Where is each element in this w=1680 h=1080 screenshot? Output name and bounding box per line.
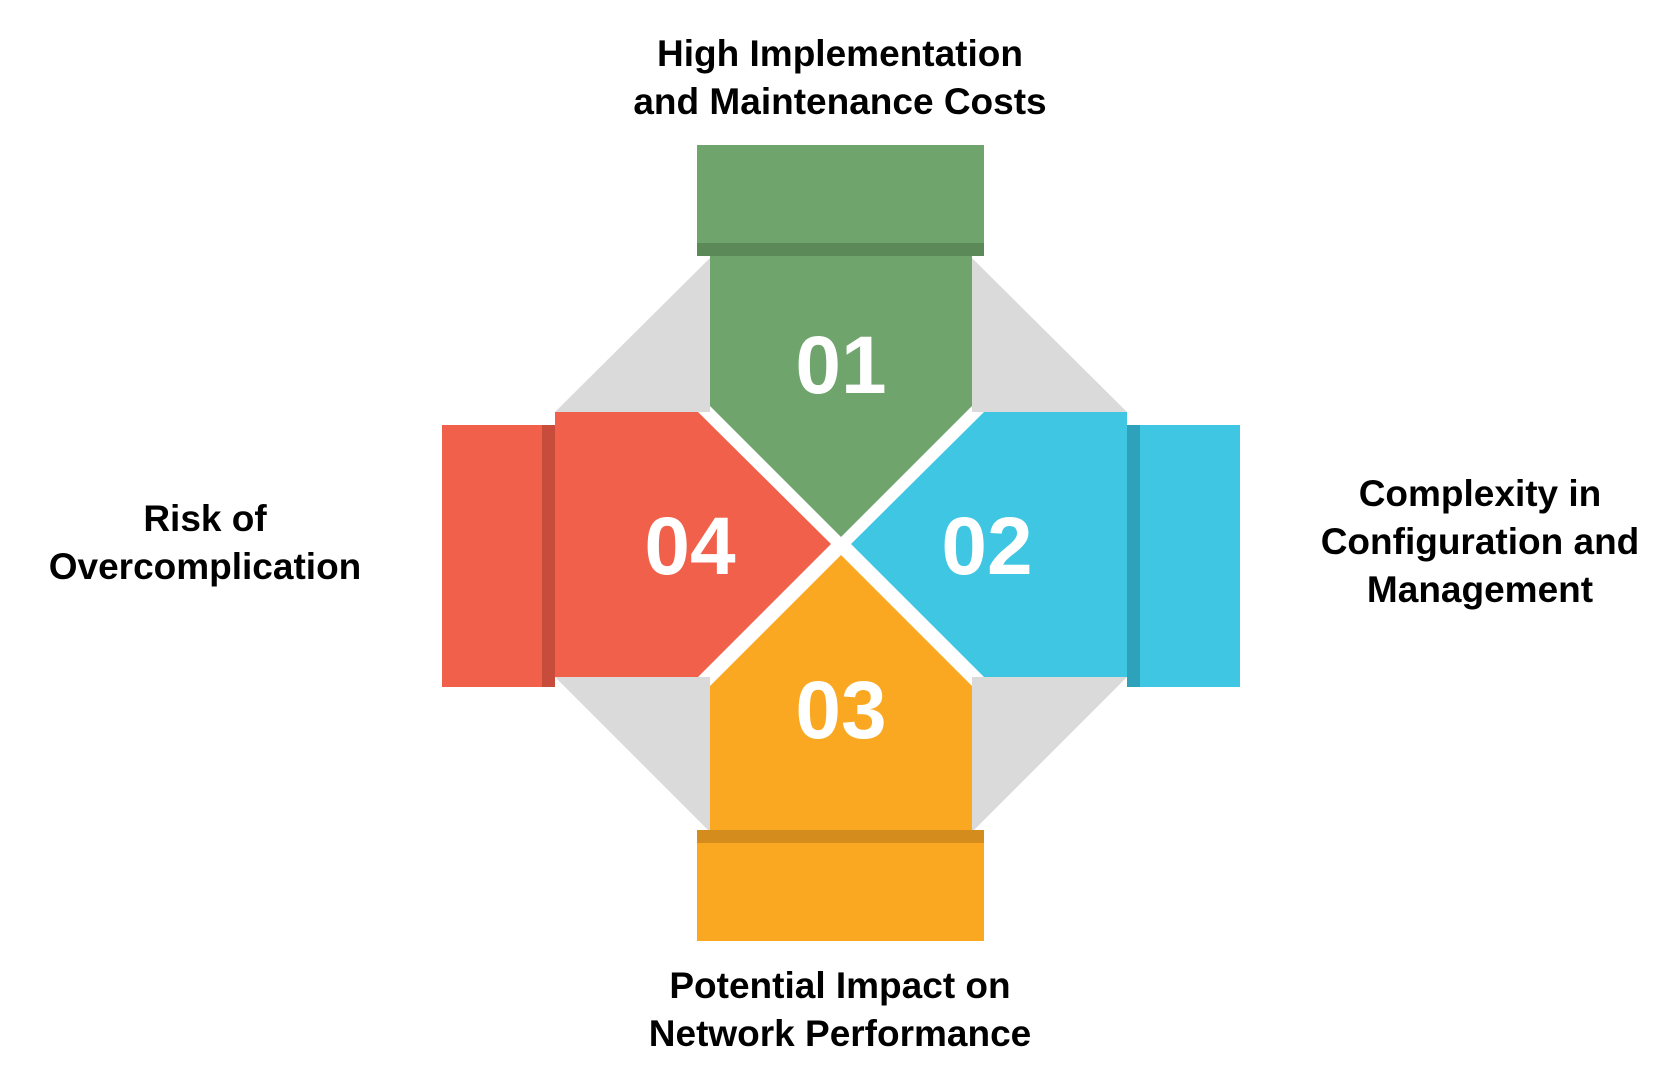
item-02-shape: [851, 412, 1127, 677]
item-01-shape: [710, 256, 972, 537]
item-01-label: High Implementation and Maintenance Cost…: [540, 30, 1140, 126]
item-02-tab: [1140, 425, 1240, 687]
item-03-tab: [697, 843, 984, 941]
item-04-group: 04: [442, 412, 831, 687]
item-02-tab-shadow: [1127, 425, 1140, 687]
item-03-group: 03: [697, 555, 984, 941]
item-02-group: 02: [851, 412, 1240, 687]
item-02-label-line: Complexity in: [1358, 473, 1602, 514]
item-03-tab-shadow: [697, 830, 984, 843]
item-02-label: Complexity in Configuration and Manageme…: [1280, 470, 1680, 614]
item-03-number: 03: [795, 665, 886, 756]
item-01-number: 01: [795, 320, 886, 411]
connector-bottom-right: [972, 677, 1127, 832]
item-04-label-line: Overcomplication: [48, 546, 362, 587]
connector-triangles: [555, 258, 1127, 832]
item-04-shape: [555, 412, 831, 677]
item-03-label-line: Network Performance: [648, 1013, 1032, 1054]
item-04-number: 04: [644, 501, 736, 592]
connector-top-right: [972, 258, 1127, 412]
item-01-label-line: High Implementation: [657, 33, 1023, 74]
item-01-tab: [697, 145, 984, 245]
item-01-group: 01: [697, 145, 984, 537]
item-04-tab: [442, 425, 542, 687]
item-01-tab-shadow: [697, 243, 984, 256]
connector-top-left: [555, 258, 710, 412]
item-04-label: Risk of Overcomplication: [10, 495, 400, 591]
connector-bottom-left: [555, 677, 710, 832]
item-02-label-line: Management: [1366, 569, 1594, 610]
item-02-label-line: Configuration and: [1320, 521, 1640, 562]
item-03-label-line: Potential Impact on: [669, 965, 1011, 1006]
item-04-label-line: Risk of: [143, 498, 267, 539]
item-01-label-line: and Maintenance Costs: [633, 81, 1047, 122]
item-04-tab-shadow: [542, 425, 555, 687]
item-02-number: 02: [941, 501, 1032, 592]
item-03-label: Potential Impact on Network Performance: [540, 962, 1140, 1058]
item-03-shape: [710, 555, 972, 830]
